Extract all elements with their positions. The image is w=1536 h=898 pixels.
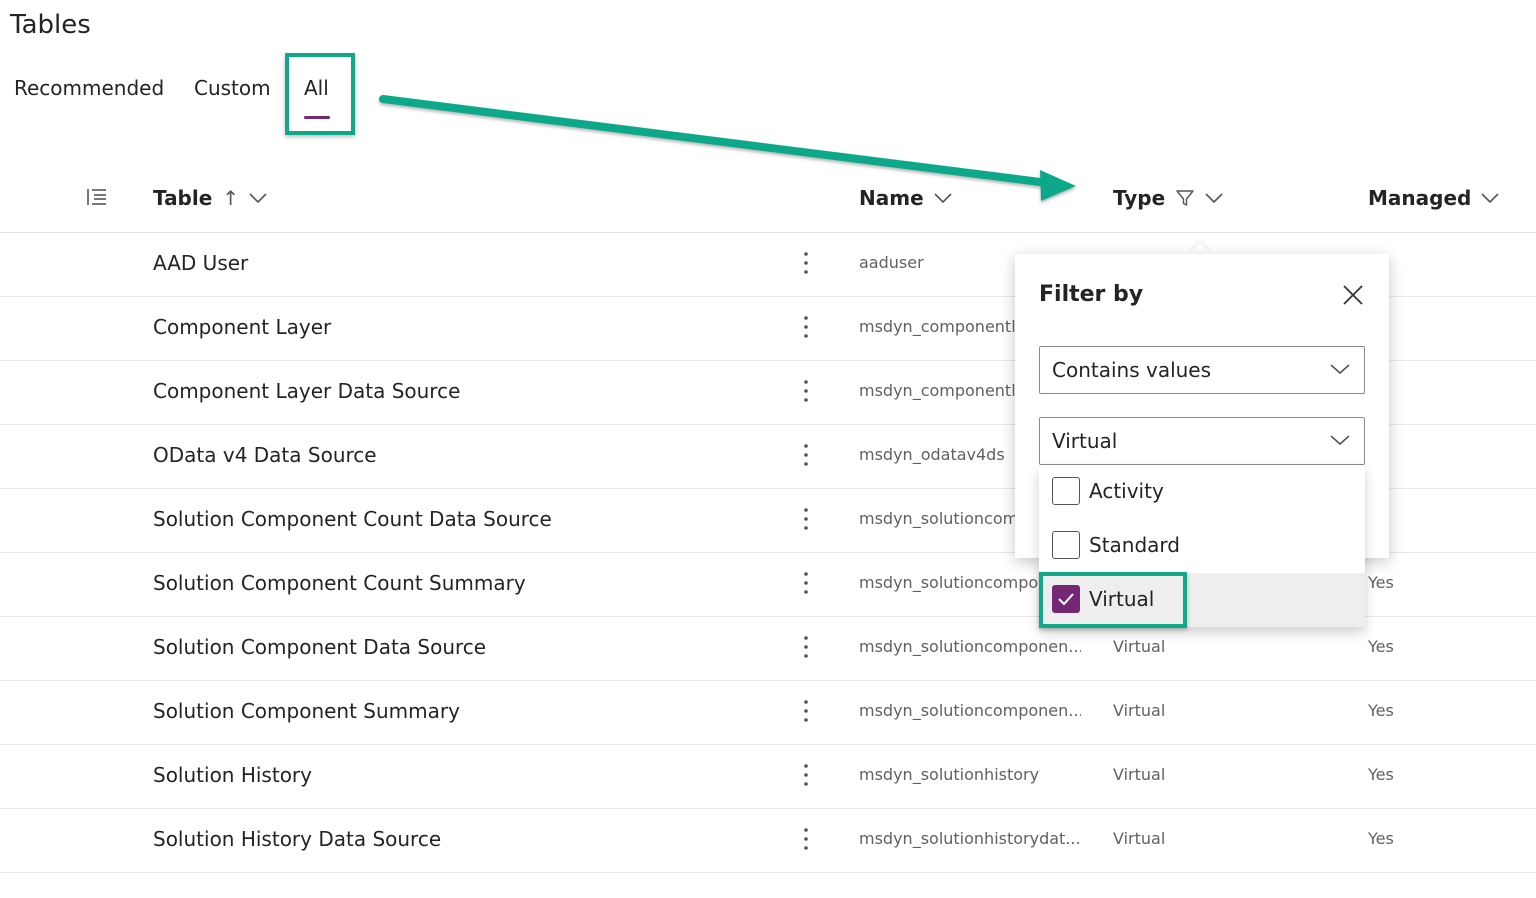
tab-all[interactable]: All [304,76,329,100]
column-header-name-label: Name [859,186,924,210]
header-divider [0,232,1536,233]
cell-table[interactable]: Component Layer Data Source [153,379,461,403]
chevron-down-icon[interactable] [249,192,267,204]
filter-option-label: Virtual [1089,587,1155,611]
cell-table[interactable]: Solution History [153,763,312,787]
more-vertical-icon[interactable] [796,697,816,727]
table-row[interactable]: Component Layer Data Source msdyn_compon… [0,361,1536,425]
cell-name: msdyn_componentl [859,317,1016,336]
more-vertical-icon[interactable] [796,377,816,407]
filter-panel-title: Filter by [1039,282,1144,307]
filter-operator-value: Contains values [1052,358,1212,382]
table-row[interactable]: Solution History Data Source msdyn_solut… [0,809,1536,873]
table-row[interactable]: OData v4 Data Source msdyn_odatav4ds [0,425,1536,489]
table-row[interactable]: Solution Component Count Summary msdyn_s… [0,553,1536,617]
column-header-type-label: Type [1113,186,1166,210]
cell-name: msdyn_componentl [859,381,1016,400]
annotation-highlight-all-tab [285,53,355,135]
filter-value-options: Activity Standard Virtual [1039,465,1365,627]
chevron-down-icon [1330,435,1350,446]
cell-managed: Yes [1368,637,1394,656]
filter-value-selected: Virtual [1052,429,1118,453]
annotation-highlight-virtual-option [1039,572,1187,628]
check-icon [1058,593,1074,606]
tab-recommended[interactable]: Recommended [14,76,165,100]
chevron-down-icon[interactable] [934,192,952,204]
column-header-managed[interactable]: Managed [1368,186,1499,210]
checkbox[interactable] [1052,585,1080,613]
more-vertical-icon[interactable] [796,441,816,471]
more-vertical-icon[interactable] [796,761,816,791]
cell-table[interactable]: Solution History Data Source [153,827,442,851]
cell-managed: Yes [1368,765,1394,784]
more-vertical-icon[interactable] [796,825,816,855]
chevron-down-icon[interactable] [1205,192,1223,204]
filter-operator-dropdown[interactable]: Contains values [1039,346,1365,394]
more-vertical-icon[interactable] [796,633,816,663]
column-header-table[interactable]: Table ↑ [153,186,267,210]
cell-type: Virtual [1113,829,1166,848]
cell-managed: Yes [1368,573,1394,592]
checkbox[interactable] [1052,531,1080,559]
cell-table[interactable]: Solution Component Count Summary [153,571,526,595]
filter-option-standard[interactable]: Standard [1039,519,1365,573]
filter-value-dropdown[interactable]: Virtual [1039,417,1365,465]
cell-table[interactable]: Solution Component Summary [153,699,460,723]
table-row[interactable]: Solution Component Summary msdyn_solutio… [0,681,1536,745]
more-vertical-icon[interactable] [796,505,816,535]
column-header-table-label: Table [153,186,213,210]
cell-name: msdyn_odatav4ds [859,445,1005,464]
column-header-managed-label: Managed [1368,186,1472,210]
table-row[interactable]: Solution History msdyn_solutionhistory V… [0,745,1536,809]
cell-managed: Yes [1368,829,1394,848]
cell-type: Virtual [1113,765,1166,784]
chevron-down-icon [1330,364,1350,375]
filter-option-activity[interactable]: Activity [1039,465,1365,519]
column-header-type[interactable]: Type [1113,186,1223,210]
cell-name: msdyn_solutioncomponen... [859,701,1081,720]
cell-name: msdyn_solutioncom [859,509,1019,528]
cell-table[interactable]: OData v4 Data Source [153,443,377,467]
filter-option-label: Standard [1089,533,1180,557]
annotation-arrow [379,95,1076,201]
cell-name: msdyn_solutioncompo [859,573,1039,592]
more-vertical-icon[interactable] [796,313,816,343]
close-icon[interactable] [1341,283,1365,307]
filter-option-label: Activity [1089,479,1164,503]
table-row[interactable]: AAD User aaduser [0,233,1536,297]
more-vertical-icon[interactable] [796,249,816,279]
table-row[interactable]: Component Layer msdyn_componentl [0,297,1536,361]
tab-custom[interactable]: Custom [194,76,271,100]
table-row[interactable]: Solution Component Data Source msdyn_sol… [0,617,1536,681]
more-vertical-icon[interactable] [796,569,816,599]
filter-option-virtual[interactable]: Virtual [1039,573,1365,627]
checkbox[interactable] [1052,477,1080,505]
table-row[interactable]: Solution Component Count Data Source msd… [0,489,1536,553]
cell-table[interactable]: Solution Component Data Source [153,635,487,659]
chevron-down-icon[interactable] [1481,192,1499,204]
cell-type: Virtual [1113,701,1166,720]
cell-name: msdyn_solutionhistorydat... [859,829,1081,848]
cell-managed: Yes [1368,701,1394,720]
cell-table[interactable]: AAD User [153,251,249,275]
cell-table[interactable]: Solution Component Count Data Source [153,507,552,531]
filter-icon [1176,190,1194,206]
cell-name: aaduser [859,253,924,272]
column-header-name[interactable]: Name [859,186,952,210]
cell-name: msdyn_solutioncomponen... [859,637,1081,656]
cell-name: msdyn_solutionhistory [859,765,1040,784]
page-title: Tables [10,10,91,40]
cell-type: Virtual [1113,637,1166,656]
tab-selected-indicator [304,116,330,119]
column-options-icon[interactable] [86,186,108,212]
cell-table[interactable]: Component Layer [153,315,332,339]
sort-arrow-up-icon: ↑ [222,186,240,210]
